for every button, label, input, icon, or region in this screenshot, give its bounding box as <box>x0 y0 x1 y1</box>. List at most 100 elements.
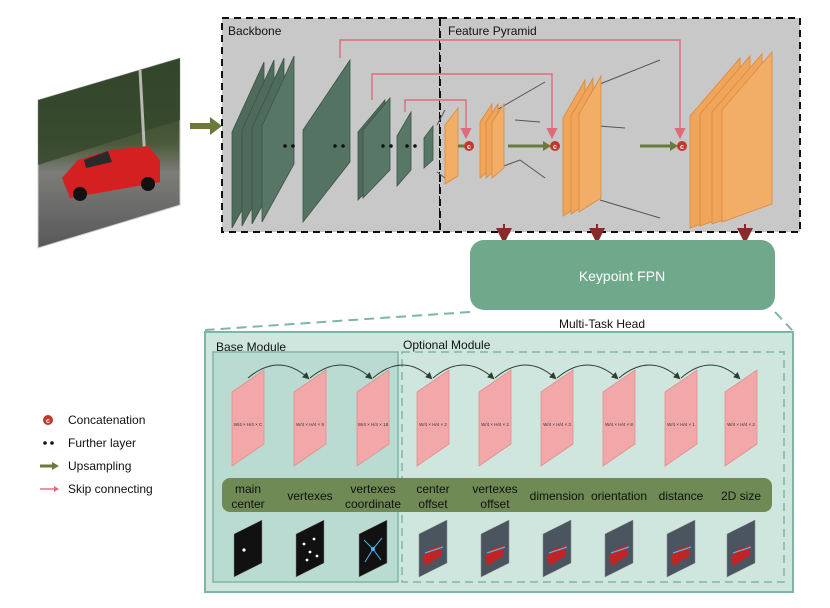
head-plane <box>416 369 450 467</box>
concatenation-symbol: c <box>553 144 557 151</box>
head-link-arrow <box>618 364 681 380</box>
concatenation-icon <box>464 141 474 151</box>
head-label: orientation <box>591 489 647 503</box>
head-funnel-lines <box>204 311 793 331</box>
skip-connections <box>339 39 686 140</box>
fpn-input-arrows <box>496 224 753 244</box>
concatenation-icon <box>677 141 687 151</box>
backbone-layer-2 <box>302 58 351 224</box>
backbone-label: Backbone <box>228 24 282 38</box>
head-label: center <box>231 497 264 511</box>
keypoint-fpn-label: Keypoint FPN <box>579 268 665 284</box>
legend-label: Skip connecting <box>68 482 153 496</box>
head-link-arrow <box>680 364 741 380</box>
legend-label: Concatenation <box>68 413 145 427</box>
head-label: 2D size <box>721 489 761 503</box>
head-link-arrow <box>432 364 495 380</box>
pyramid-level-4 <box>689 50 773 229</box>
head-thumbnail <box>295 519 325 578</box>
legend-item-further-layer: Further layer <box>43 436 136 450</box>
head-plane <box>478 369 512 467</box>
head-thumbnail <box>604 519 634 578</box>
head-dims: W/4 × H/4 × 8 <box>605 422 633 427</box>
head-dims: W/4 × H/4 × 3 <box>543 422 571 427</box>
input-image <box>37 57 181 249</box>
head-label: offset <box>480 497 510 511</box>
head-label: distance <box>659 489 704 503</box>
pyramid-level-1 <box>444 106 459 185</box>
head-dims: W/4 × H/4 × 18 <box>358 422 389 427</box>
legend: c Concatenation Further layer Upsampling… <box>40 413 153 496</box>
head-thumbnail <box>418 519 448 578</box>
multi-task-head-label: Multi-Task Head <box>559 317 645 331</box>
head-label: vertexes <box>472 482 517 496</box>
concatenation-symbol: c <box>467 144 471 151</box>
base-module-label: Base Module <box>216 340 286 354</box>
backbone-layer-3 <box>357 96 391 201</box>
legend-item-concatenation: c Concatenation <box>43 413 145 427</box>
head-output: W/4 × H/4 × 2 2D size <box>721 369 761 578</box>
head-dims: W/4 × H/4 × 2 <box>481 422 509 427</box>
pyramid-level-2 <box>479 102 505 179</box>
head-link-arrow <box>556 364 619 380</box>
concatenation-icon <box>43 415 53 425</box>
backbone-layer-1 <box>231 55 295 229</box>
backbone-layer-4 <box>396 110 412 188</box>
head-label: vertexes <box>350 482 395 496</box>
head-plane <box>293 369 327 467</box>
head-dims: W/4 × H/4 × 1 <box>667 422 695 427</box>
input-arrow <box>190 117 222 135</box>
legend-item-skip-connecting: Skip connecting <box>40 482 153 496</box>
head-thumbnail <box>358 519 388 578</box>
head-dims: W/4 × H/4 × 9 <box>296 422 324 427</box>
head-output: W/4 × H/4 × 8 orientation <box>591 369 647 578</box>
head-label: center <box>416 482 449 496</box>
concatenation-symbol: c <box>46 418 50 425</box>
backbone-layers <box>231 55 434 229</box>
head-dims: W/4 × H/4 × 2 <box>727 422 755 427</box>
head-output: W/4 × H/4 × 1 distance <box>659 369 704 578</box>
head-plane <box>664 369 698 467</box>
head-label: dimension <box>530 489 585 503</box>
head-output: W/4 × H/4 × 9 vertexes <box>287 369 333 578</box>
red-car <box>62 146 160 201</box>
head-plane <box>602 369 636 467</box>
head-link-arrow <box>372 364 433 380</box>
head-output: W/4 × H/4 × 3 dimension <box>530 369 585 578</box>
optional-module-label: Optional Module <box>403 338 491 352</box>
head-dims: W/4 × H/4 × 2 <box>419 422 447 427</box>
head-label: main <box>235 482 261 496</box>
head-plane <box>231 369 265 467</box>
concatenation-nodes: c c c <box>464 141 687 151</box>
head-label: offset <box>418 497 448 511</box>
head-thumbnail <box>233 519 263 578</box>
head-label-bar <box>222 478 772 512</box>
head-thumbnail <box>542 519 572 578</box>
legend-item-upsampling: Upsampling <box>40 459 131 473</box>
feature-pyramid-label: Feature Pyramid <box>448 24 537 38</box>
backbone-layer-5 <box>423 124 434 169</box>
pyramid-level-3 <box>562 74 602 217</box>
head-link-arrow <box>247 364 310 380</box>
pyramid-layers <box>444 50 773 229</box>
head-label: vertexes <box>287 489 332 503</box>
head-plane <box>356 369 390 467</box>
head-thumbnail <box>726 519 756 578</box>
head-thumbnail <box>480 519 510 578</box>
further-layer-icon <box>43 441 47 445</box>
legend-label: Further layer <box>68 436 136 450</box>
head-plane <box>540 369 574 467</box>
head-plane <box>724 369 758 467</box>
head-label: coordinate <box>345 497 401 511</box>
head-dims: W/4 × H/4 × C <box>234 422 263 427</box>
concatenation-icon <box>550 141 560 151</box>
further-layer-dots <box>283 144 417 148</box>
upsampling-arrows <box>458 141 678 151</box>
keypoint-fpn-box: Keypoint FPN <box>470 240 775 310</box>
